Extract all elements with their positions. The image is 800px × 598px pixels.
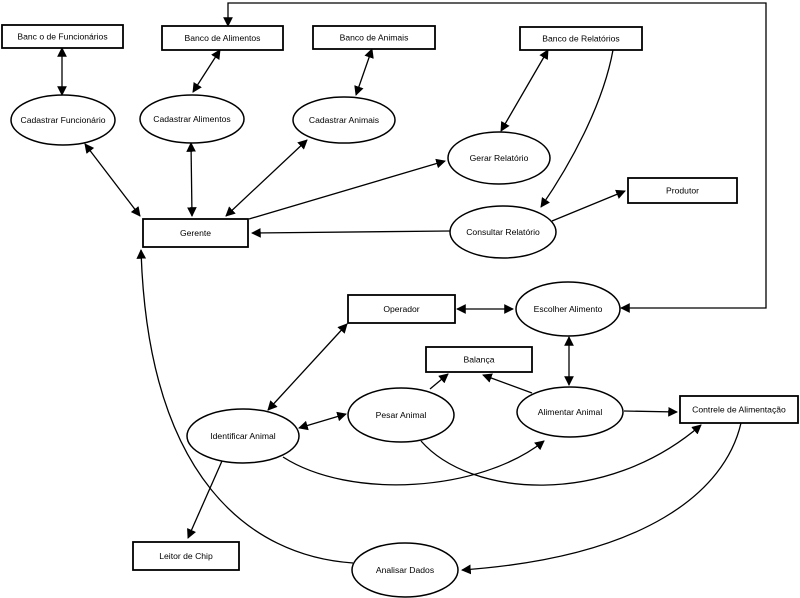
alimentar-animal-shape (516, 386, 624, 438)
node-banco-alimentos: Banco de Alimentos (161, 25, 284, 51)
node-contrele-alimentacao: Contrele de Alimentação (679, 395, 799, 424)
node-operador: Operador (347, 294, 456, 324)
identificar-animal-shape (186, 408, 300, 464)
leitor-de-chip-label: Leitor de Chip (159, 551, 213, 561)
node-gerente: Gerente (142, 218, 249, 248)
edge-banco-relatorios--consultar-relatorio (540, 49, 614, 208)
edge-cadastrar-alimentos--gerente (186, 142, 197, 217)
leitor-de-chip-shape (132, 541, 240, 571)
edge-banco-alimentos--escolher-alimento (223, 2, 767, 313)
edge-operador--identificar-animal (267, 323, 348, 411)
node-pesar-animal: Pesar Animal (347, 387, 455, 443)
banco-animais-label: Banco de Animais (340, 33, 409, 43)
edge-alimentar-animal--balanca (482, 373, 533, 394)
cadastrar-funcionario-label: Cadastrar Funcionário (20, 115, 105, 125)
edge-contrele-alimentacao--analisar-dados (461, 422, 742, 575)
banco-funcionarios-shape (1, 24, 124, 49)
node-produtor: Produtor (627, 177, 738, 204)
banco-relatorios-label: Banco de Relatórios (542, 34, 619, 44)
produtor-shape (627, 177, 738, 204)
node-alimentar-animal: Alimentar Animal (516, 386, 624, 438)
consultar-relatorio-shape (449, 205, 557, 259)
edge-pesar-animal--contrele-alimentacao (420, 424, 702, 486)
edge-consultar-relatorio--produtor (551, 189, 626, 222)
cadastrar-alimentos-shape (139, 94, 245, 144)
node-banco-animais: Banco de Animais (312, 25, 436, 50)
analisar-dados-label: Analisar Dados (376, 565, 434, 575)
gerente-label: Gerente (180, 228, 211, 238)
cadastrar-alimentos-label: Cadastrar Alimentos (153, 114, 230, 124)
operador-shape (347, 294, 456, 324)
node-gerar-relatorio: Gerar Relatório (447, 131, 551, 185)
node-cadastrar-alimentos: Cadastrar Alimentos (139, 94, 245, 144)
banco-funcionarios-label: Banc o de Funcionários (17, 32, 107, 42)
node-banco-funcionarios: Banc o de Funcionários (1, 24, 124, 49)
consultar-relatorio-label: Consultar Relatório (466, 227, 540, 237)
edge-banco-alimentos--cadastrar-alimentos (192, 49, 221, 93)
alimentar-animal-label: Alimentar Animal (538, 407, 603, 417)
gerar-relatorio-shape (447, 131, 551, 185)
edge-gerente--gerar-relatorio (248, 158, 446, 220)
identificar-animal-label: Identificar Animal (210, 431, 276, 441)
edge-alimentar-animal--contrele-alimentacao (623, 406, 678, 417)
edge-identificar-animal--alimentar-animal (282, 440, 545, 486)
banco-relatorios-shape (519, 26, 643, 51)
edge-cadastrar-funcionario--gerente (84, 143, 141, 217)
edge-identificar-animal--leitor-de-chip (187, 460, 223, 539)
gerar-relatorio-label: Gerar Relatório (470, 153, 529, 163)
cadastrar-funcionario-shape (10, 94, 116, 146)
nodes-layer: Banc o de Funcionários Banco de Alimentos… (1, 24, 799, 598)
edges-layer (57, 2, 767, 575)
node-cadastrar-animais: Cadastrar Animais (292, 96, 396, 144)
gerente-shape (142, 218, 249, 248)
node-cadastrar-funcionario: Cadastrar Funcionário (10, 94, 116, 146)
cadastrar-animais-label: Cadastrar Animais (309, 115, 379, 125)
node-analisar-dados: Analisar Dados (351, 542, 459, 598)
escolher-alimento-label: Escolher Alimento (534, 304, 603, 314)
contrele-alimentacao-label: Contrele de Alimentação (692, 405, 786, 415)
pesar-animal-shape (347, 387, 455, 443)
operador-label: Operador (383, 304, 419, 314)
edge-pesar-animal--balanca (429, 373, 449, 390)
edge-analisar-dados--gerente (136, 249, 354, 564)
edge-banco-animais--cadastrar-animais (354, 48, 374, 96)
edge-consultar-relatorio--gerente (251, 228, 451, 238)
edge-banco-relatorios--gerar-relatorio (500, 49, 549, 132)
banco-alimentos-shape (161, 25, 284, 51)
pesar-animal-label: Pesar Animal (376, 410, 427, 420)
balanca-label: Balança (463, 355, 494, 365)
node-leitor-de-chip: Leitor de Chip (132, 541, 240, 571)
balanca-shape (425, 346, 533, 373)
escolher-alimento-shape (515, 281, 621, 337)
edge-identificar-animal--pesar-animal (298, 411, 347, 431)
banco-alimentos-label: Banco de Alimentos (185, 33, 261, 43)
node-escolher-alimento: Escolher Alimento (515, 281, 621, 337)
node-identificar-animal: Identificar Animal (186, 408, 300, 464)
contrele-alimentacao-shape (679, 395, 799, 424)
node-balanca: Balança (425, 346, 533, 373)
produtor-label: Produtor (666, 186, 699, 196)
analisar-dados-shape (351, 542, 459, 598)
banco-animais-shape (312, 25, 436, 50)
node-consultar-relatorio: Consultar Relatório (449, 205, 557, 259)
edge-cadastrar-animais--gerente (225, 139, 308, 217)
cadastrar-animais-shape (292, 96, 396, 144)
node-banco-relatorios: Banco de Relatórios (519, 26, 643, 51)
